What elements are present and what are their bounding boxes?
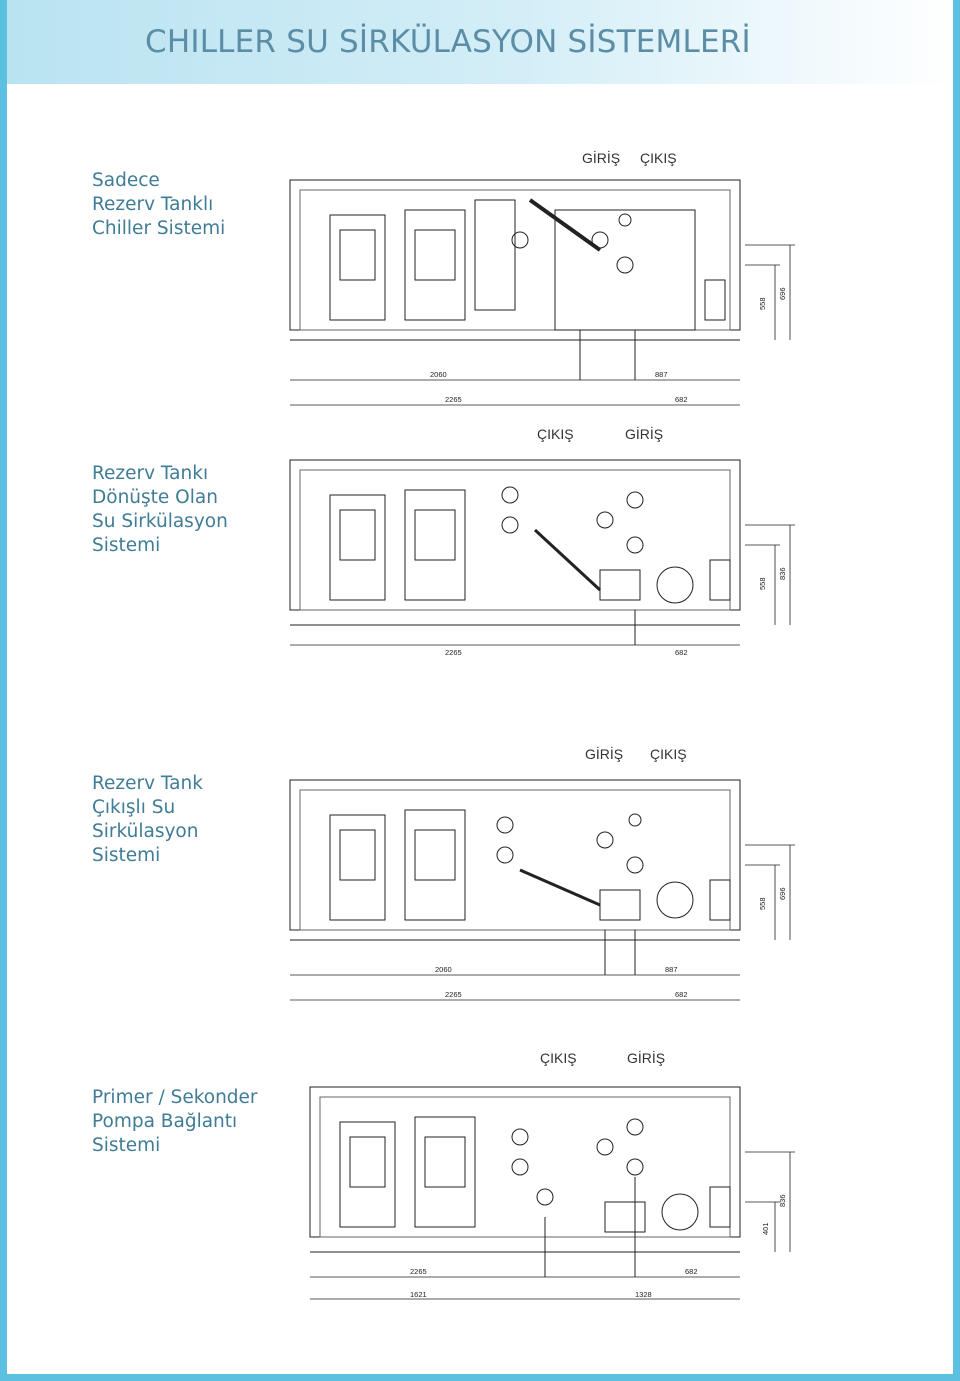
port-inlet-label: GİRİŞ <box>625 426 664 442</box>
chiller-drawing: 2265 682 558 836 <box>289 459 795 657</box>
label-line: Rezerv Tankı <box>92 463 209 484</box>
svg-text:682: 682 <box>675 648 688 657</box>
svg-text:682: 682 <box>675 395 688 404</box>
svg-text:836: 836 <box>778 567 787 580</box>
svg-text:2265: 2265 <box>445 395 462 404</box>
svg-text:2060: 2060 <box>435 965 452 974</box>
svg-text:2265: 2265 <box>445 648 462 657</box>
chiller-drawing: 2060 887 2265 682 558 696 <box>289 179 795 406</box>
section-reserve-tank-only: Sadece Rezerv Tanklı Chiller Sistemi GİR… <box>0 140 960 420</box>
svg-text:887: 887 <box>665 965 678 974</box>
chiller-drawing: 2060 887 2265 682 558 696 <box>289 779 795 1001</box>
svg-text:558: 558 <box>758 577 767 590</box>
page-title: CHILLER SU SİRKÜLASYON SİSTEMLERİ <box>145 24 751 60</box>
label-line: Sistemi <box>92 535 161 556</box>
section-reserve-tank-return: Rezerv Tankı Dönüşte Olan Su Sirkülasyon… <box>0 420 960 680</box>
label-line: Pompa Bağlantı <box>92 1111 238 1132</box>
svg-text:2265: 2265 <box>410 1267 427 1276</box>
svg-text:682: 682 <box>675 990 688 999</box>
port-inlet-label: GİRİŞ <box>582 150 621 166</box>
label-line: Primer / Sekonder <box>92 1087 258 1108</box>
port-outlet-label: ÇIKIŞ <box>640 150 677 166</box>
port-outlet-label: ÇIKIŞ <box>537 426 574 442</box>
svg-text:682: 682 <box>685 1267 698 1276</box>
svg-text:887: 887 <box>655 370 668 379</box>
port-inlet-label: GİRİŞ <box>585 746 624 762</box>
label-line: Sadece <box>92 170 160 191</box>
label-line: Su Sirkülasyon <box>92 511 228 532</box>
port-inlet-label: GİRİŞ <box>627 1050 666 1066</box>
section-reserve-tank-outlet: Rezerv Tank Çıkışlı Su Sirkülasyon Siste… <box>0 740 960 1020</box>
svg-text:1328: 1328 <box>635 1290 652 1299</box>
label-line: Sistemi <box>92 845 161 866</box>
svg-text:696: 696 <box>778 887 787 900</box>
label-line: Chiller Sistemi <box>92 218 226 239</box>
svg-text:1621: 1621 <box>410 1290 427 1299</box>
section-label: Primer / Sekonder Pompa Bağlantı Sistemi <box>92 1086 282 1158</box>
chiller-drawing: 2265 682 1621 1328 401 836 <box>309 1086 795 1300</box>
svg-text:836: 836 <box>778 1194 787 1207</box>
port-outlet-label: ÇIKIŞ <box>650 746 687 762</box>
label-line: Çıkışlı Su <box>92 797 176 818</box>
svg-text:2265: 2265 <box>445 990 462 999</box>
label-line: Sirkülasyon <box>92 821 199 842</box>
section-label: Rezerv Tankı Dönüşte Olan Su Sirkülasyon… <box>92 462 282 558</box>
header-bar: CHILLER SU SİRKÜLASYON SİSTEMLERİ <box>7 0 953 84</box>
section-primary-secondary-pump: Primer / Sekonder Pompa Bağlantı Sistemi… <box>0 1045 960 1315</box>
svg-text:696: 696 <box>778 287 787 300</box>
port-outlet-label: ÇIKIŞ <box>540 1050 577 1066</box>
svg-text:2060: 2060 <box>430 370 447 379</box>
svg-text:558: 558 <box>758 297 767 310</box>
section-label: Sadece Rezerv Tanklı Chiller Sistemi <box>92 169 282 241</box>
svg-text:558: 558 <box>758 897 767 910</box>
label-line: Sistemi <box>92 1135 161 1156</box>
label-line: Rezerv Tank <box>92 773 203 794</box>
label-line: Rezerv Tanklı <box>92 194 214 215</box>
section-label: Rezerv Tank Çıkışlı Su Sirkülasyon Siste… <box>92 772 282 868</box>
label-line: Dönüşte Olan <box>92 487 218 508</box>
svg-text:401: 401 <box>761 1222 770 1235</box>
